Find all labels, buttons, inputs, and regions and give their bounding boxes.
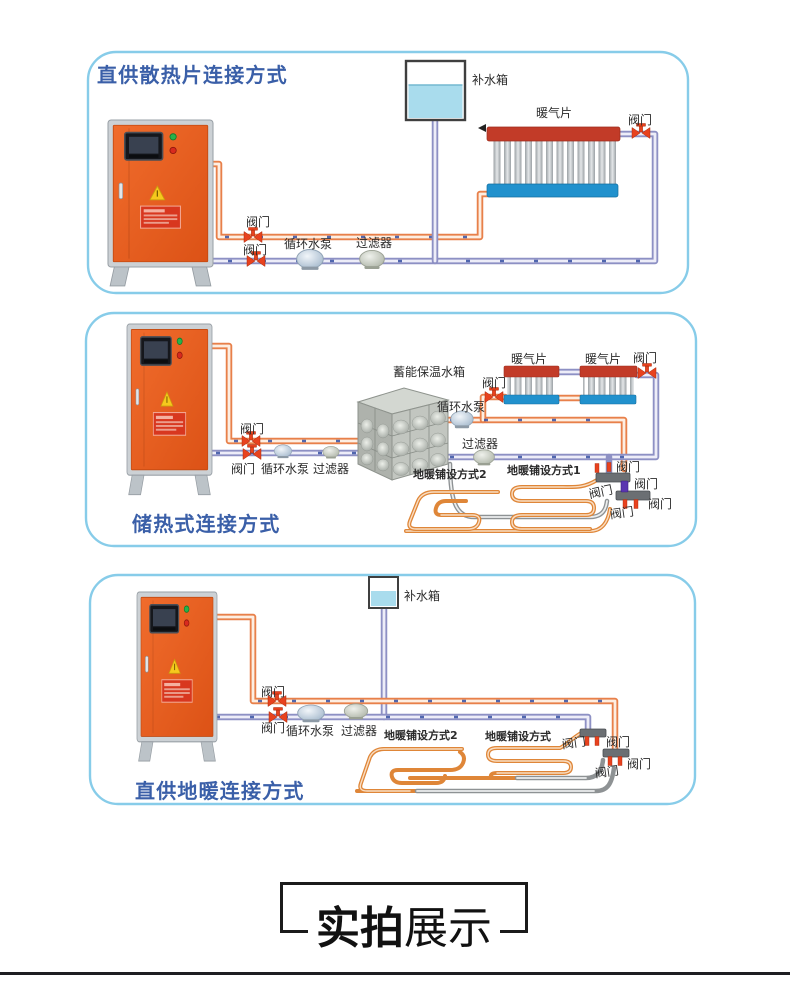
floor-mode-2-label: 地暖铺设方式2: [413, 468, 487, 481]
valve-icon: [606, 462, 612, 472]
storage-tank: [356, 387, 450, 481]
valve-icon: [594, 736, 600, 746]
valve-label: 阀门: [633, 351, 658, 365]
floor-mode-2-label: 地暖铺设方式2: [384, 729, 458, 742]
makeup-tank-label: 补水箱: [472, 73, 509, 87]
valve-label: 阀门: [634, 477, 659, 491]
makeup-tank: [404, 59, 467, 122]
valve-label: 阀门: [243, 243, 268, 257]
banner-regular: 展示: [404, 903, 492, 955]
floor-coil-1: [510, 478, 599, 531]
valve-label: 阀门: [261, 721, 286, 735]
radiator-b: [579, 365, 638, 405]
hot-pipe: [203, 613, 619, 753]
air-vent-icon: [478, 124, 486, 132]
purple-valve-icon: [620, 480, 629, 493]
panel-border: [86, 50, 690, 295]
valve-label: 阀门: [648, 497, 673, 511]
panel-heat-storage: [84, 311, 698, 548]
makeup-tank: [368, 576, 399, 609]
filter-label: 过滤器: [356, 236, 393, 250]
hot-pipe: [201, 342, 369, 445]
pump-label: 循环水泵: [261, 462, 310, 476]
radiator-label: 暖气片: [536, 106, 573, 120]
valve-label: 阀门: [246, 215, 271, 229]
panel3-title: 直供地暖连接方式: [135, 779, 305, 803]
makeup-tank-label: 补水箱: [404, 589, 441, 603]
panel2-title: 储热式连接方式: [132, 512, 281, 536]
manifold: [579, 728, 630, 766]
valve-label: 阀门: [482, 376, 507, 390]
floor-coil-return: [404, 507, 612, 533]
storage-tank-label: 蓄能保温水箱: [393, 365, 466, 379]
radiator-label: 暖气片: [511, 352, 548, 366]
floor-coil-right: [486, 731, 583, 779]
panel1-title: 直供散热片连接方式: [97, 63, 288, 87]
floor-coil-left: [358, 747, 466, 793]
valve-label: 阀门: [606, 735, 631, 749]
banner-title: 实拍展示: [308, 907, 500, 952]
boiler-cabinet: [126, 323, 213, 496]
return-pipe: [203, 713, 592, 733]
valve-icon: [594, 463, 600, 473]
valve-label: 阀门: [240, 422, 265, 436]
pump-label: 循环水泵: [286, 724, 335, 738]
banner-box: 实拍展示: [280, 882, 528, 952]
valve-label: 阀门: [616, 460, 641, 474]
panel-direct-floor: [88, 573, 697, 806]
boiler-cabinet: [107, 119, 214, 287]
floor-mode-label: 地暖铺设方式: [485, 730, 551, 743]
floor-coil-2: [407, 490, 500, 531]
valve-label: 阀门: [628, 113, 653, 127]
manifold: [594, 462, 651, 509]
bottom-divider: [0, 972, 790, 975]
valve-icon: [617, 756, 623, 766]
filter-label: 过滤器: [313, 462, 350, 476]
valve-label: 阀门: [231, 462, 256, 476]
valve-icon: [633, 499, 639, 509]
filter-label: 过滤器: [341, 724, 378, 738]
radiator-a: [503, 365, 560, 405]
pump-label: 循环水泵: [284, 237, 333, 251]
valve-label: 阀门: [261, 685, 286, 699]
panel-direct-radiator: [86, 50, 690, 295]
radiator-label: 暖气片: [585, 352, 622, 366]
radiator: [478, 124, 621, 198]
valve-label: 阀门: [627, 757, 652, 771]
pump-label: 循环水泵: [437, 400, 486, 414]
hot-pipe: [201, 160, 493, 241]
floor-mode-1-label: 地暖铺设方式1: [507, 464, 581, 477]
filter-label: 过滤器: [462, 437, 499, 451]
boiler-cabinet: [136, 591, 218, 762]
banner-bold: 实拍: [316, 903, 404, 955]
